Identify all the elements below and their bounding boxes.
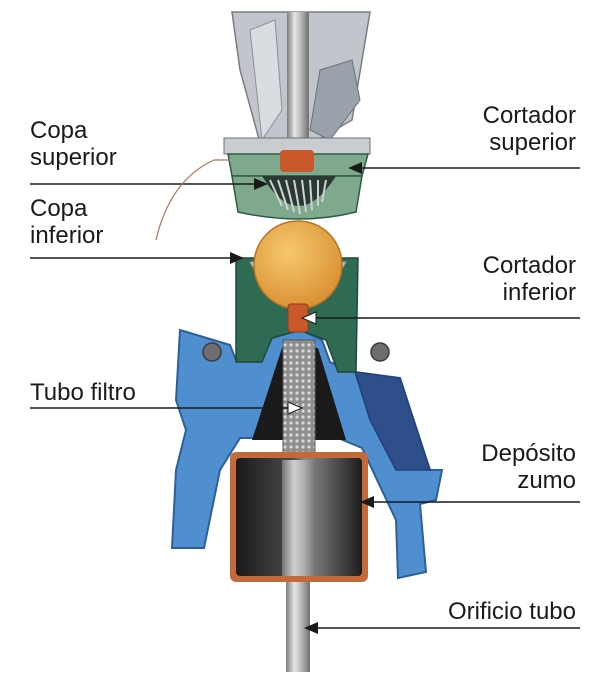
label-cortador-superior: Cortador superior: [483, 102, 576, 156]
label-tubo-filtro-text: Tubo filtro: [30, 379, 136, 406]
label-copa-inferior-line1: Copa: [30, 195, 88, 222]
upper-cup: [223, 137, 371, 220]
outlet-tube: [286, 580, 310, 672]
label-cortador-inferior: Cortador inferior: [483, 252, 576, 306]
filter-tube: [282, 339, 316, 459]
label-orificio-tubo: Orificio tubo: [448, 598, 576, 625]
arrow-cortador-inferior: [300, 311, 317, 325]
label-cortador-superior-line2: superior: [489, 129, 576, 156]
label-cortador-superior-line1: Cortador: [482, 102, 576, 129]
arrow-copa-inferior: [230, 252, 244, 264]
label-orificio-tubo-text: Orificio tubo: [447, 598, 576, 625]
right-bolt: [370, 342, 390, 362]
label-deposito-zumo-line2: zumo: [517, 467, 576, 494]
juice-tank: [230, 452, 368, 582]
label-deposito-zumo-line1: Depósito: [481, 440, 576, 467]
arrowheads: [230, 162, 374, 634]
arrow-cortador-superior: [348, 162, 362, 174]
label-deposito-zumo: Depósito zumo: [481, 440, 576, 494]
fruit: [253, 220, 343, 310]
arrow-deposito-zumo: [360, 496, 374, 508]
label-cortador-inferior-line1: Cortador: [482, 252, 576, 279]
label-copa-superior-line1: Copa: [30, 117, 88, 144]
label-copa-inferior-line2: inferior: [30, 222, 104, 249]
left-bolt: [202, 342, 222, 362]
label-cortador-inferior-line2: inferior: [502, 279, 576, 306]
arrow-orificio-tubo: [304, 622, 318, 634]
label-copa-superior: Copa superior: [30, 117, 117, 171]
label-copa-superior-line2: superior: [30, 144, 117, 171]
upper-shaft: [287, 12, 309, 152]
arrow-tubo-filtro: [287, 401, 304, 415]
label-tubo-filtro: Tubo filtro: [30, 379, 136, 406]
label-copa-inferior: Copa inferior: [30, 195, 103, 249]
arrow-copa-superior: [254, 178, 268, 190]
leader-lines: [30, 159, 580, 629]
upper-arm: [231, 11, 371, 152]
upper-cutter: [280, 150, 314, 172]
